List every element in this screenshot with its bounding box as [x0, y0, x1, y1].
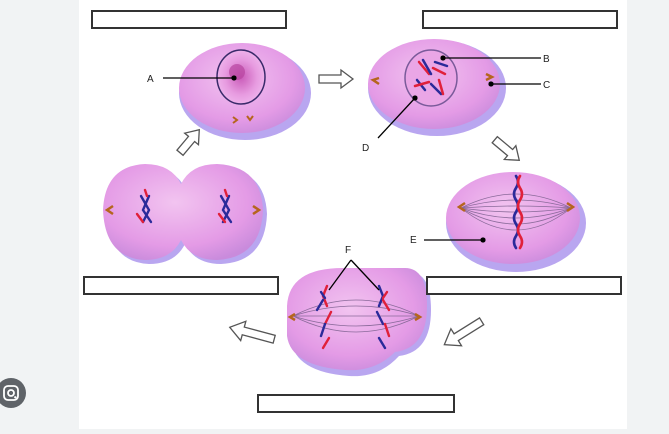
daughter-chromosomes-left: [135, 188, 153, 224]
separating-chromosomes-right: [375, 284, 391, 350]
cell-metaphase: [446, 172, 586, 272]
cell-interphase: [179, 43, 311, 140]
condensed-chromosomes: [413, 58, 449, 96]
label-c: C: [543, 80, 550, 91]
cycle-arrows: [176, 68, 521, 347]
label-pointers: [163, 55, 541, 291]
centriole-left: [370, 76, 380, 86]
arrow-interphase-to-prophase: [318, 68, 355, 90]
arrow-metaphase-to-anaphase: [443, 317, 485, 347]
centrosome: [232, 116, 239, 124]
stage-answer-box-bottom[interactable]: [257, 394, 455, 413]
cell-prophase: [368, 39, 506, 136]
label-a: A: [147, 74, 154, 85]
cell-telophase: [103, 164, 267, 264]
anaphase-spindle: [292, 299, 420, 333]
centriole-right: [485, 72, 495, 82]
label-b: B: [543, 54, 550, 65]
arrow-telophase-to-interphase: [176, 128, 200, 157]
arrow-prophase-to-metaphase: [491, 135, 521, 161]
label-e: E: [410, 235, 417, 246]
google-lens-icon: [3, 385, 19, 401]
stage-answer-box-top-left[interactable]: [91, 10, 287, 29]
google-lens-button[interactable]: [0, 378, 26, 408]
arrow-anaphase-to-telophase: [228, 320, 277, 344]
stage-answer-box-middle-right[interactable]: [426, 276, 622, 295]
label-f: F: [345, 245, 351, 256]
stage-answer-box-middle-left[interactable]: [83, 276, 279, 295]
cell-anaphase: [287, 268, 431, 377]
stage-answer-box-top-right[interactable]: [422, 10, 618, 29]
metaphase-plate-chromosomes: [512, 174, 524, 250]
diagram-panel: A B C D E F: [79, 0, 627, 429]
separating-chromosomes-left: [315, 284, 333, 350]
mitosis-cycle-diagram: A B C D E F: [103, 39, 586, 377]
label-d: D: [362, 143, 369, 154]
daughter-chromosomes-right: [217, 188, 233, 224]
